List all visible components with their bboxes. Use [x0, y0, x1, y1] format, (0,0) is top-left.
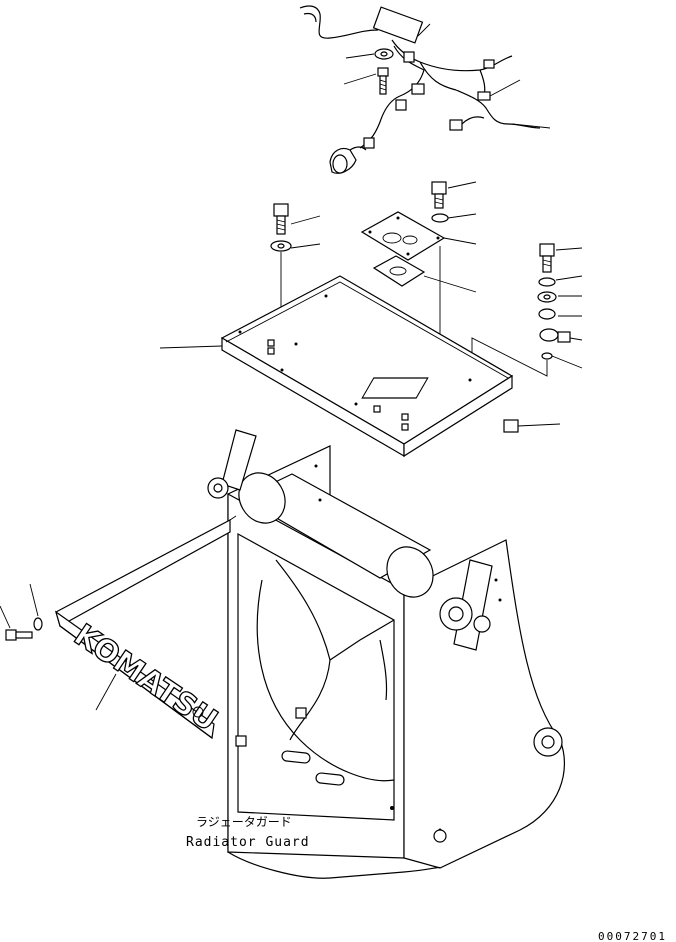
connector-d	[411, 83, 425, 95]
fasteners-left	[270, 203, 321, 370]
horn	[329, 137, 375, 174]
emblem-plate: KOMATSU	[0, 515, 237, 739]
panel-opening	[361, 377, 429, 399]
connector-c	[449, 119, 463, 131]
emblem-logo-text: KOMATSU	[68, 618, 224, 739]
radiator-guard-frame	[207, 429, 565, 879]
bolt-left-head	[273, 203, 289, 217]
connector-a	[483, 59, 495, 69]
emblem-washer	[33, 617, 43, 631]
caption-japanese: ラジェータガード	[196, 815, 292, 829]
emblem-bolt-shank	[15, 631, 33, 639]
top-cover-panel	[159, 275, 514, 458]
harness-relay-box	[372, 6, 424, 44]
bolt-plate-head	[431, 181, 447, 195]
bolt-right-head	[539, 243, 555, 257]
connector-f	[403, 51, 415, 63]
wiring-harness	[299, 5, 551, 174]
washer-plate	[431, 213, 449, 223]
emblem-bolt-head	[5, 629, 17, 641]
bolt-harness-head	[377, 67, 389, 77]
drawing-code: 00072701	[598, 930, 667, 942]
fasteners-right	[471, 243, 583, 377]
cover-pad	[372, 255, 426, 287]
connector-b	[477, 91, 491, 101]
connector-e	[395, 99, 407, 111]
caption-english: Radiator Guard	[186, 835, 310, 850]
grommet	[503, 419, 561, 433]
